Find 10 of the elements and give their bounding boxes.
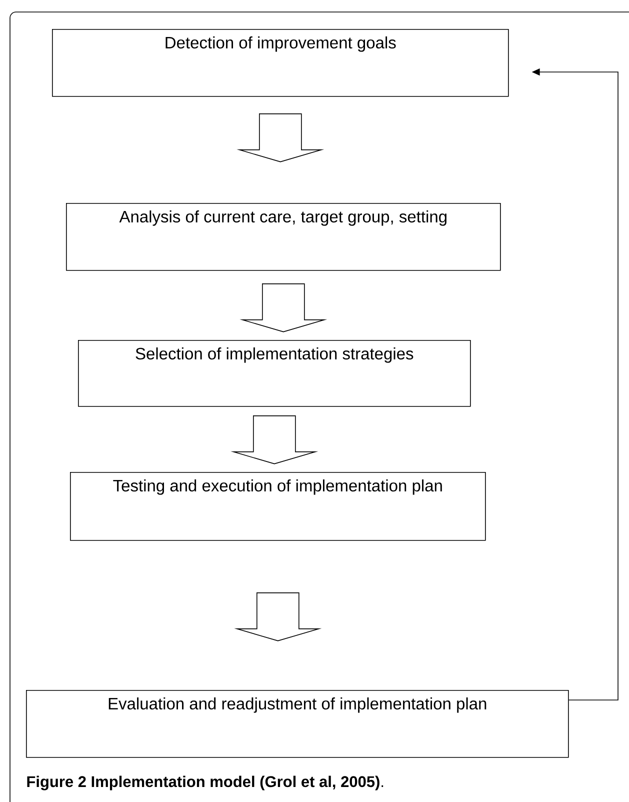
process-box: Selection of implementation strategies — [78, 340, 471, 407]
process-box: Analysis of current care, target group, setting — [66, 203, 501, 271]
block-arrow — [234, 592, 322, 642]
process-box: Evaluation and readjustment of implementation plan — [26, 690, 569, 758]
process-box: Detection of improvement goals — [52, 29, 509, 97]
block-arrow — [240, 283, 328, 332]
block-arrow — [236, 113, 324, 162]
process-box: Testing and execution of implementation plan — [70, 472, 486, 541]
block-arrow — [230, 415, 318, 464]
figure-caption: Figure 2 Implementation model (Grol et al, 2005). — [27, 776, 384, 790]
